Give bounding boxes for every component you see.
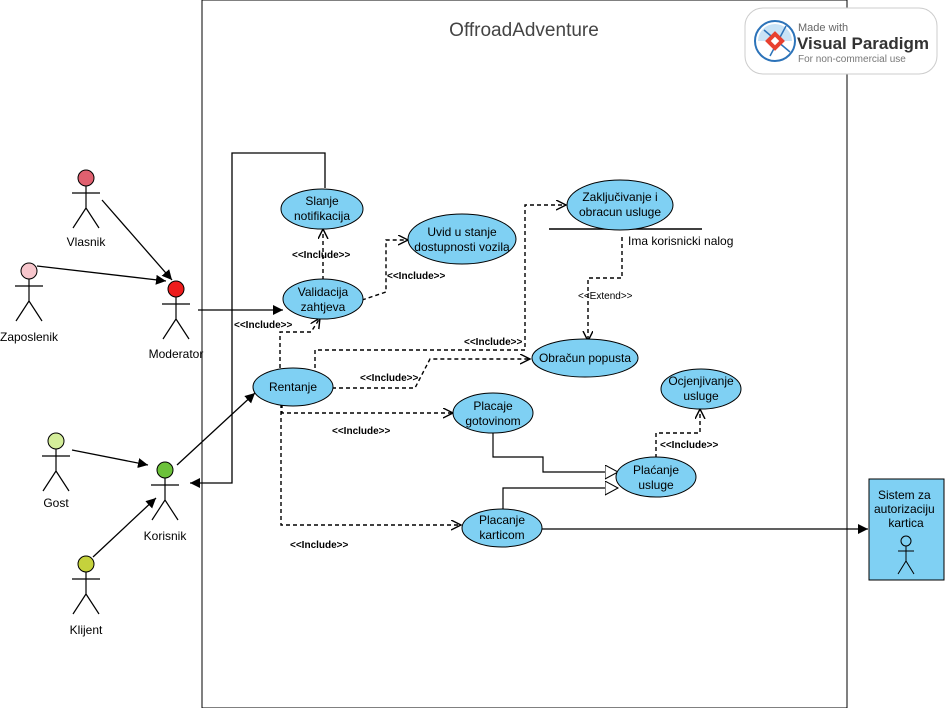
- include-relations: [279, 205, 700, 525]
- actor-name: Zaposlenik: [0, 330, 59, 344]
- gost-to-korisnik: [71, 449, 149, 468]
- visual-paradigm-logo-icon: [754, 20, 796, 62]
- rentanje-include-validacija: [279, 318, 320, 368]
- system-title: OffroadAdventure: [449, 20, 599, 41]
- include-label-popust: <<Include>>: [360, 373, 419, 384]
- actor-klijent[interactable]: Klijent: [70, 555, 103, 637]
- actor-name: Klijent: [70, 623, 103, 637]
- actor-name: Moderator: [149, 347, 204, 361]
- uc-line: dostupnosti vozila: [414, 240, 510, 254]
- zakljucivanje-extend-obracun-popusta: [588, 237, 623, 341]
- uc-line: Rentanje: [269, 380, 317, 394]
- uc-line: Ocjenjivanje: [668, 374, 734, 388]
- uc-line: gotovinom: [465, 414, 520, 428]
- rentanje-include-obracun-popusta: [332, 359, 530, 389]
- uc-line: Uvid u stanje: [427, 225, 497, 239]
- watermark-line1: Made with: [798, 22, 848, 34]
- uc-line: usluge: [638, 478, 674, 492]
- actor-head: [20, 262, 38, 280]
- visual-paradigm-watermark: Made with Visual Paradigm For non-commer…: [744, 7, 938, 75]
- extend-condition: Ima korisnicki nalog: [628, 234, 733, 248]
- actor-moderator[interactable]: Moderator: [149, 280, 204, 361]
- include-label-ocjenjivanje: <<Include>>: [660, 440, 719, 451]
- actor-vlasnik[interactable]: Vlasnik: [67, 169, 107, 249]
- use-case-rentanje[interactable]: Rentanje: [252, 367, 334, 407]
- vlasnik-to-moderator: [101, 199, 173, 281]
- actor-name: Sistem za autorizaciju kartica: [874, 488, 938, 530]
- svg-text:Rentanje: Rentanje: [269, 380, 317, 394]
- include-label-slanje: <<Include>>: [292, 250, 351, 261]
- actor-head: [77, 555, 95, 573]
- actor-zaposlenik[interactable]: Zaposlenik: [0, 262, 59, 344]
- include-label-gotovina: <<Include>>: [332, 426, 391, 437]
- gotovina-generalizes-placanje: [492, 431, 618, 472]
- korisnik-to-rentanje: [176, 392, 256, 466]
- actor-name: Gost: [43, 496, 69, 510]
- include-label-zakljucivanje: <<Include>>: [464, 337, 523, 348]
- uc-line: Obračun popusta: [539, 351, 631, 365]
- uc-line: Plaćanje: [633, 463, 679, 477]
- karticom-generalizes-placanje: [502, 488, 618, 511]
- extend-label: <<Extend>>: [578, 291, 633, 302]
- include-label-uvid: <<Include>>: [387, 271, 446, 282]
- uc-line: obracun usluge: [579, 205, 661, 219]
- uc-line: Placaje: [473, 399, 513, 413]
- uc-line: Validacija: [298, 285, 349, 299]
- generalization-relations: [492, 431, 618, 511]
- zaposlenik-to-moderator: [36, 265, 167, 285]
- include-label-validacija: <<Include>>: [234, 320, 293, 331]
- actor-korisnik[interactable]: Korisnik: [144, 461, 188, 543]
- actor-head: [47, 432, 65, 450]
- uc-line: karticom: [479, 528, 524, 542]
- klijent-to-korisnik: [92, 497, 157, 558]
- slanje-to-korisnik: [190, 152, 326, 488]
- actor-gost[interactable]: Gost: [42, 432, 70, 510]
- uc-line: Slanje: [305, 194, 339, 208]
- actor-sistem-za-autorizaciju-kartica[interactable]: Sistem za autorizaciju kartica: [868, 478, 945, 581]
- rentanje-include-gotovina: [281, 404, 453, 413]
- svg-text:Obračun popusta: Obračun popusta: [539, 351, 631, 365]
- actor-name: Vlasnik: [67, 235, 107, 249]
- include-label-karticom: <<Include>>: [290, 540, 349, 551]
- actor-lines: [36, 152, 868, 558]
- validacija-include-uvid: [361, 240, 408, 301]
- actor-head: [77, 169, 95, 187]
- uc-line: Zaključivanje i: [582, 190, 657, 204]
- actor-head: [900, 535, 912, 547]
- uc-line: Placanje: [479, 513, 525, 527]
- actor-name: Korisnik: [144, 529, 188, 543]
- system-boundary: [201, 0, 848, 708]
- placanje-include-ocjenjivanje: [655, 409, 700, 458]
- actor-head: [167, 280, 185, 298]
- watermark-line2: Visual Paradigm: [797, 34, 929, 53]
- rentanje-include-karticom: [280, 404, 461, 525]
- uc-line: zahtjeva: [301, 300, 346, 314]
- rentanje-include-zakljucivanje: [314, 205, 566, 368]
- watermark-line3: For non-commercial use: [798, 54, 906, 65]
- use-case-obracun-popusta[interactable]: Obračun popusta: [531, 338, 639, 378]
- uc-line: usluge: [683, 389, 719, 403]
- actor-head: [156, 461, 174, 479]
- uc-line: notifikacija: [294, 209, 350, 223]
